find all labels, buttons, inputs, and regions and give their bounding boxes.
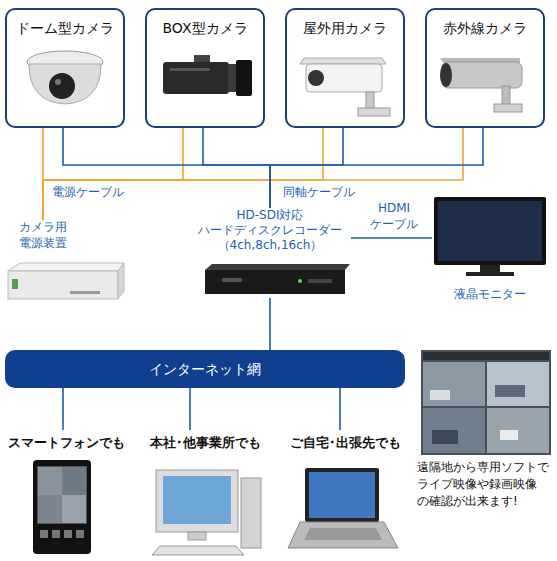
cable-line: [43, 128, 183, 220]
cable-line: [62, 388, 64, 430]
monitor-node: 液晶モニター: [432, 195, 548, 305]
camera-box: 赤外線カメラ: [425, 8, 545, 128]
cable-line: [189, 388, 191, 430]
client-node: スマートフォンでも: [3, 430, 129, 556]
camera-box-text: 赤外線カメラ: [443, 19, 527, 37]
smartphone-device: [33, 460, 91, 554]
outdoor-camera: [300, 58, 390, 116]
infrared-camera: [440, 58, 522, 112]
box-camera: [163, 55, 252, 96]
camera-box-text: 屋外用カメラ: [303, 19, 387, 37]
power-supply-device: [8, 263, 124, 299]
cable-line: [43, 128, 323, 220]
laptop-pc: [288, 468, 398, 548]
cable-label: HDMI ケーブル: [366, 201, 422, 232]
camera-box-text: BOX型カメラ: [162, 19, 247, 37]
cable-label: 電源ケーブル: [50, 185, 126, 201]
client-node-text: ご自宅･出張先でも: [290, 435, 401, 452]
recorder-node: HD-SDI対応 ハードディスクレコーダー （4ch,8ch,16ch）: [189, 208, 351, 298]
remote-viewer-screenshot: [421, 350, 551, 455]
lcd-monitor-device: [434, 197, 546, 276]
desktop-pc: [152, 470, 261, 555]
monitor-node-text: 液晶モニター: [454, 287, 526, 303]
camera-box: ドーム型カメラ: [5, 8, 125, 128]
recorder-device: [205, 264, 350, 294]
cable-line: [270, 128, 483, 208]
client-node: ご自宅･出張先でも: [280, 430, 410, 556]
cable-line: [339, 388, 341, 430]
client-node: 本社･他事業所でも: [140, 430, 270, 556]
power-supply-node: カメラ用 電源装置: [5, 220, 123, 304]
power-supply-node-text: カメラ用 電源装置: [13, 220, 73, 251]
recorder-node-text: HD-SDI対応 ハードディスクレコーダー （4ch,8ch,16ch）: [195, 208, 345, 253]
internet-band: インターネット網: [5, 350, 405, 388]
cable-label: 同軸ケーブル: [281, 185, 357, 201]
client-node-text: 本社･他事業所でも: [150, 435, 261, 452]
camera-box: 屋外用カメラ: [285, 8, 405, 128]
camera-box: BOX型カメラ: [145, 8, 265, 128]
cable-line: [203, 128, 270, 208]
note-text: 遠隔地から専用ソフトで ライブ映像や録画映像 の確認が出来ます!: [417, 459, 553, 509]
camera-box-text: ドーム型カメラ: [16, 19, 114, 37]
internet-band-text: インターネット網: [149, 360, 261, 378]
dome-camera: [27, 51, 103, 104]
client-node-text: スマートフォンでも: [8, 435, 125, 452]
cable-line: [351, 237, 432, 239]
cable-line: [269, 298, 271, 350]
